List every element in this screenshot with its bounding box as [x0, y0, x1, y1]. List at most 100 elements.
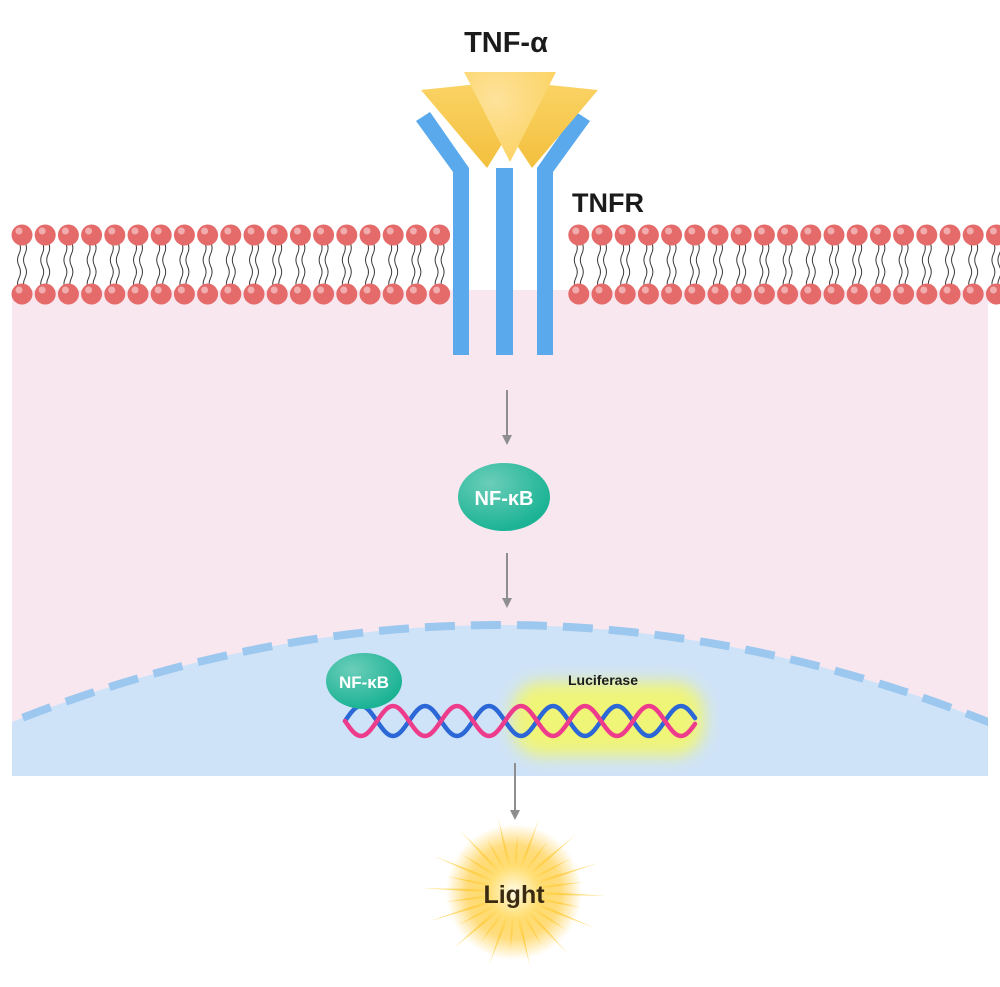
phospholipid-highlight — [177, 286, 185, 294]
luciferase-label: Luciferase — [568, 672, 638, 688]
phospholipid-highlight — [433, 227, 441, 235]
lipid-tail — [17, 241, 21, 291]
phospholipid-highlight — [920, 286, 928, 294]
lipid-tail — [904, 241, 909, 291]
phospholipid-head — [893, 283, 915, 305]
lipid-tail — [133, 241, 137, 291]
lipid-tail — [109, 241, 114, 291]
phospholipid-head — [846, 283, 868, 305]
phospholipid-head — [916, 283, 938, 305]
phospholipid-head — [313, 224, 335, 246]
phospholipid-head — [985, 224, 1000, 246]
lipid-tail — [301, 241, 306, 291]
phospholipid-highlight — [247, 227, 255, 235]
phospholipid-highlight — [757, 286, 765, 294]
phospholipid-highlight — [804, 286, 812, 294]
phospholipid-highlight — [409, 286, 417, 294]
phospholipid-head — [591, 283, 613, 305]
phospholipid-highlight — [711, 227, 719, 235]
phospholipid-head — [336, 224, 358, 246]
phospholipid-highlight — [734, 286, 742, 294]
phospholipid-highlight — [850, 227, 858, 235]
nfkb-cytoplasmic: NF-κB — [458, 463, 550, 531]
lipid-tail — [434, 241, 439, 291]
phospholipid-highlight — [201, 286, 209, 294]
lipid-tail — [231, 241, 236, 291]
phospholipid-head — [243, 283, 265, 305]
phospholipid-highlight — [618, 227, 626, 235]
lipid-tail — [782, 241, 787, 291]
phospholipid-head — [985, 283, 1000, 305]
lipid-tail — [695, 241, 700, 291]
phospholipid-head — [104, 283, 126, 305]
lipid-tail — [40, 241, 45, 291]
phospholipid-highlight — [363, 286, 371, 294]
lipid-tail — [858, 241, 863, 291]
nucleus — [12, 621, 988, 776]
lipid-tail — [689, 241, 694, 291]
phospholipid-head — [382, 283, 404, 305]
phospholipid-head — [359, 283, 381, 305]
lipid-tail — [927, 241, 932, 291]
lipid-tail — [742, 241, 747, 291]
phospholipid-highlight — [293, 227, 301, 235]
lipid-tail — [991, 241, 996, 291]
phospholipid-head — [127, 283, 149, 305]
phospholipid-head — [197, 224, 219, 246]
phospholipid-highlight — [386, 227, 394, 235]
lipid-tail — [139, 241, 143, 291]
phospholipid-head — [382, 224, 404, 246]
phospholipid-head — [150, 224, 172, 246]
phospholipid-head — [104, 224, 126, 246]
phospholipid-highlight — [224, 286, 232, 294]
phospholipid-head — [730, 224, 752, 246]
phospholipid-head — [684, 224, 706, 246]
phospholipid-highlight — [595, 227, 603, 235]
phospholipid-head — [568, 224, 590, 246]
lipid-tail — [371, 241, 375, 291]
phospholipid-head — [81, 283, 103, 305]
tnfr-receptor — [416, 112, 590, 355]
lipid-tail — [649, 241, 654, 291]
phospholipid-head — [289, 283, 311, 305]
nfkb-dna-bound: NF-κB — [326, 653, 402, 709]
phospholipid-head — [34, 283, 56, 305]
phospholipid-highlight — [665, 286, 673, 294]
phospholipid-head — [893, 224, 915, 246]
phospholipid-head — [661, 224, 683, 246]
phospholipid-highlight — [804, 227, 812, 235]
lipid-tail — [713, 241, 717, 291]
lipid-tail — [185, 241, 190, 291]
phospholipid-highlight — [595, 286, 603, 294]
lipid-tail — [759, 241, 764, 291]
phospholipid-highlight — [409, 227, 417, 235]
phospholipid-highlight — [340, 227, 348, 235]
phospholipid-head — [220, 283, 242, 305]
phospholipid-head — [81, 224, 103, 246]
phospholipid-highlight — [363, 227, 371, 235]
lipid-tail — [805, 241, 810, 291]
lipid-tail — [898, 241, 903, 291]
lipid-tail — [156, 241, 161, 291]
phospholipid-head — [684, 283, 706, 305]
lipid-tail — [249, 241, 253, 291]
phospholipid-highlight — [873, 286, 881, 294]
phospholipid-highlight — [943, 227, 951, 235]
lipid-tail — [672, 241, 677, 291]
phospholipid-head — [11, 224, 33, 246]
lipid-tail — [272, 241, 277, 291]
phospholipid-highlight — [85, 227, 93, 235]
lipid-tail — [255, 241, 259, 291]
phospholipid-highlight — [989, 227, 997, 235]
phospholipid-head — [405, 283, 427, 305]
phospholipid-highlight — [966, 227, 974, 235]
phospholipid-head — [57, 283, 79, 305]
phospholipid-head — [730, 283, 752, 305]
lipid-tail — [881, 241, 886, 291]
phospholipid-highlight — [201, 227, 209, 235]
phospholipid-head — [429, 224, 451, 246]
phospholipid-head — [266, 224, 288, 246]
phospholipid-head — [591, 224, 613, 246]
phospholipid-head — [11, 283, 33, 305]
lipid-tail — [92, 241, 97, 291]
